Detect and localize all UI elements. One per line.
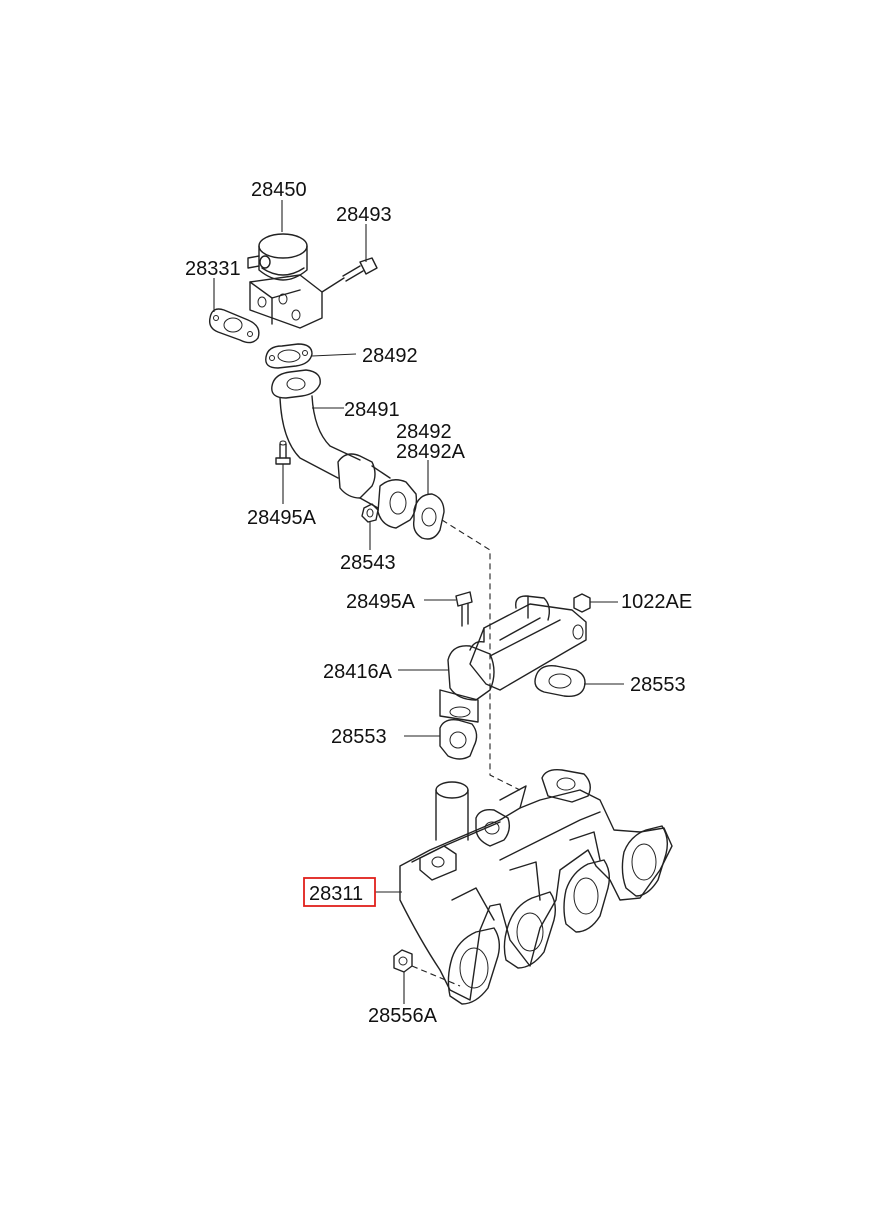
label-28553-left[interactable]: 28553 xyxy=(331,726,387,748)
egr-pipe[interactable] xyxy=(271,369,418,529)
label-28492-upper[interactable]: 28492 xyxy=(362,345,418,367)
label-28311[interactable]: 28311 xyxy=(309,883,363,905)
leader-lines xyxy=(213,200,624,1004)
label-28553-right[interactable]: 28553 xyxy=(630,674,686,696)
label-28543[interactable]: 28543 xyxy=(340,552,396,574)
label-28556a[interactable]: 28556A xyxy=(368,1005,438,1027)
label-28450[interactable]: 28450 xyxy=(251,179,307,201)
nut-28556a[interactable] xyxy=(393,949,413,973)
label-28495a-cooler[interactable]: 28495A xyxy=(346,591,416,613)
label-28492a[interactable]: 28492A xyxy=(396,441,466,463)
nut-28543[interactable] xyxy=(361,503,379,523)
stud-28495a-left[interactable] xyxy=(275,440,291,465)
egr-valve[interactable] xyxy=(247,233,323,329)
nut-1022ae[interactable] xyxy=(573,593,591,613)
gasket-28492a[interactable] xyxy=(412,493,445,540)
label-28493[interactable]: 28493 xyxy=(336,204,392,226)
bolt-28495a-cooler[interactable] xyxy=(455,591,473,627)
label-28491[interactable]: 28491 xyxy=(344,399,400,421)
gasket-28553-left[interactable] xyxy=(439,718,478,760)
label-28492-mid[interactable]: 28492 xyxy=(396,421,452,443)
label-28331[interactable]: 28331 xyxy=(185,258,241,280)
gasket-28553-right[interactable] xyxy=(534,665,586,698)
gasket-28492-upper[interactable] xyxy=(265,343,313,369)
label-28416a[interactable]: 28416A xyxy=(323,661,393,683)
label-28495a-left[interactable]: 28495A xyxy=(247,507,317,529)
egr-cooler[interactable] xyxy=(439,595,587,723)
assembly-centerline xyxy=(441,519,521,791)
nut-alignment-line xyxy=(411,965,461,987)
exhaust-manifold[interactable] xyxy=(399,768,673,1005)
bolt-28493[interactable] xyxy=(321,257,378,293)
gasket-28331[interactable] xyxy=(208,308,260,344)
highlight-box-28311 xyxy=(303,877,376,907)
label-1022ae[interactable]: 1022AE xyxy=(621,591,692,613)
